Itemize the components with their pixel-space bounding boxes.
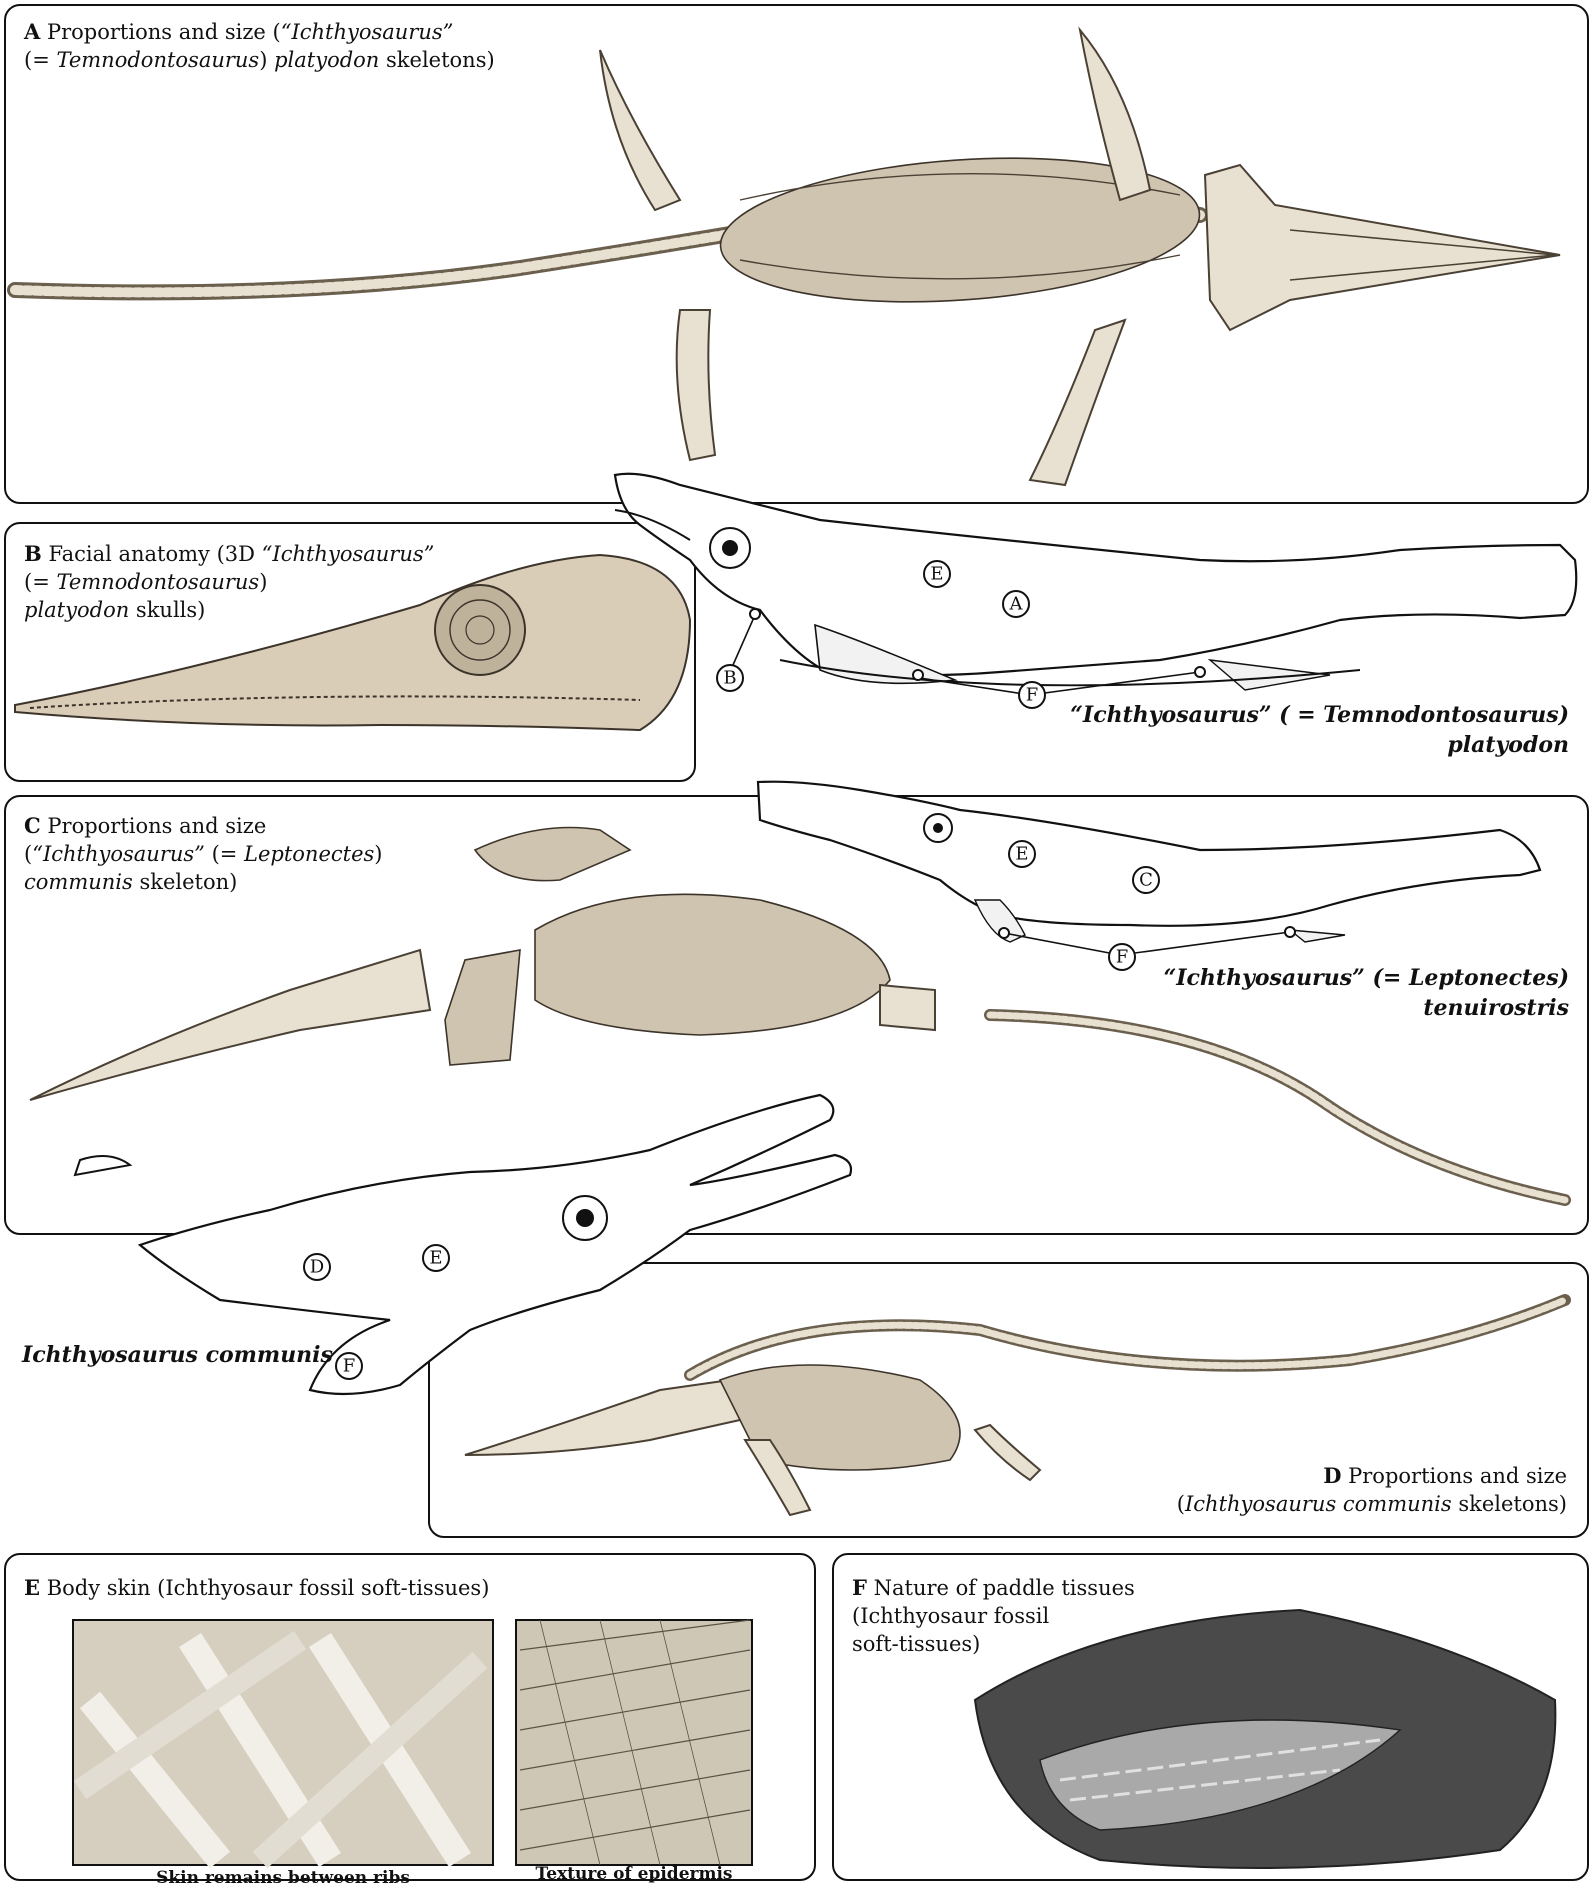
caption-e: E Body skin (Ichthyosaur fossil soft-tis… (24, 1575, 490, 1600)
svg-text:F: F (343, 1356, 356, 1377)
callout-communis-f: F (335, 1352, 363, 1380)
outline-temnodontosaurus: E A B F (613, 472, 1578, 709)
caption-a: A Proportions and size (“Ichthyosaurus” … (24, 19, 495, 72)
callout-temno-f: F (1018, 681, 1046, 709)
skull-b (14, 553, 692, 732)
paddle-fossil-image (973, 1608, 1557, 1869)
caption-f: F Nature of paddle tissues (Ichthyosaur … (852, 1575, 1135, 1656)
panel-e (4, 1553, 816, 1881)
skeleton-a (7, 26, 1561, 487)
callout-temno-e: E (923, 560, 951, 588)
skeleton-d (464, 1294, 1571, 1517)
epidermis-texture-image (515, 1619, 753, 1866)
skeleton-c (29, 826, 1571, 1206)
svg-text:F: F (1116, 947, 1129, 968)
species-leptonectes: “Ichthyosaurus” (= Leptonectes) tenuiros… (1163, 965, 1569, 1021)
panel-b (4, 522, 696, 782)
caption-e-epidermis: Texture of epidermis (535, 1864, 733, 1884)
caption-e-skin-ribs: Skin remains between ribs (156, 1868, 410, 1888)
callout-communis-e: E (422, 1244, 450, 1272)
callout-communis-d: D (303, 1253, 331, 1281)
panel-f (832, 1553, 1589, 1881)
outline-leptonectes: E C F (756, 780, 1542, 971)
panel-a (4, 4, 1589, 504)
svg-text:E: E (930, 564, 943, 585)
species-temnodontosaurus: “Ichthyosaurus” ( = Temnodontosaurus) pl… (1070, 702, 1569, 758)
svg-text:E: E (429, 1248, 442, 1269)
callout-lepto-c: C (1132, 866, 1160, 894)
species-communis: Ichthyosaurus communis (22, 1342, 333, 1368)
caption-b: B Facial anatomy (3D “Ichthyosaurus” (= … (24, 541, 435, 622)
svg-text:E: E (1015, 844, 1028, 865)
callout-lepto-f: F (1108, 943, 1136, 971)
outline-communis: D E F (137, 1093, 853, 1396)
skin-ribs-image (72, 1619, 494, 1869)
svg-text:F: F (1026, 685, 1039, 706)
callout-temno-b: B (716, 664, 744, 692)
svg-text:A: A (1009, 594, 1024, 615)
svg-text:B: B (723, 668, 736, 689)
caption-d: D Proportions and size (Ichthyosaurus co… (1176, 1463, 1567, 1516)
svg-text:D: D (310, 1257, 324, 1278)
callout-lepto-e: E (1008, 840, 1036, 868)
panel-d (428, 1262, 1589, 1538)
caption-c: C Proportions and size (“Ichthyosaurus” … (24, 813, 383, 894)
callout-temno-a: A (1002, 590, 1030, 618)
svg-text:C: C (1139, 870, 1153, 891)
